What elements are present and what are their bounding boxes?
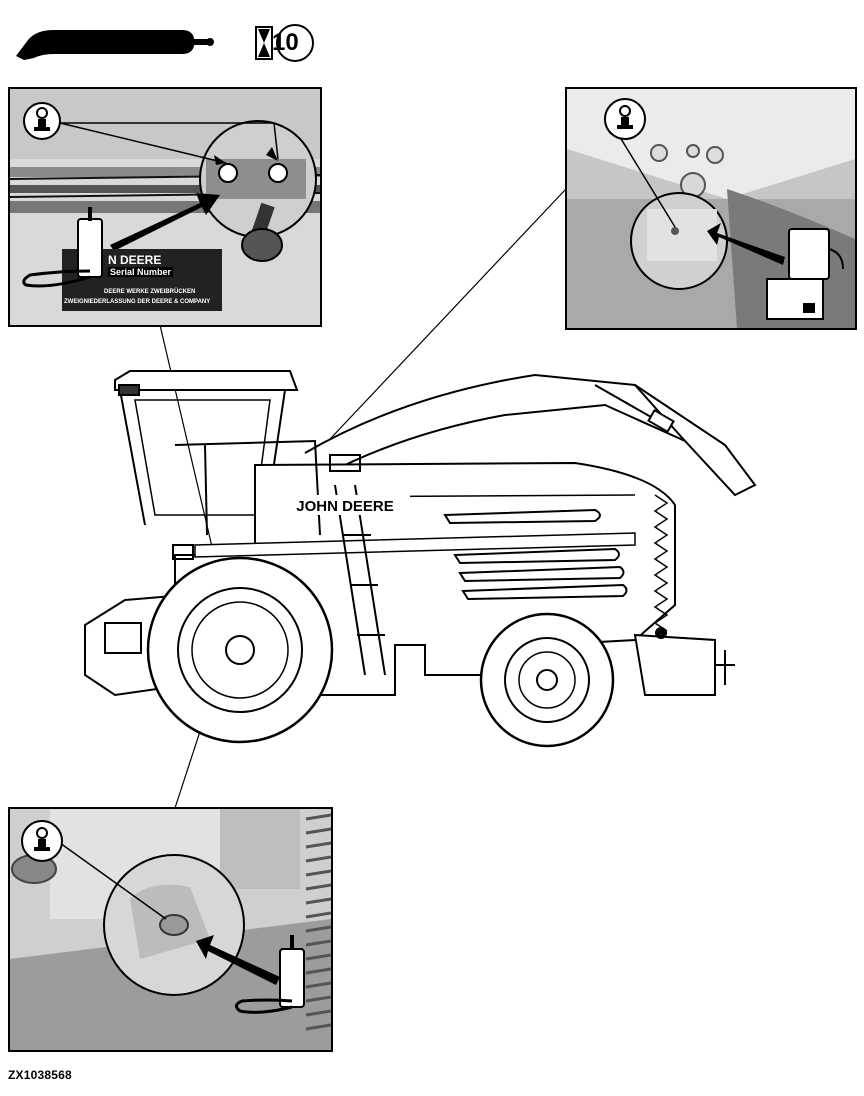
lubrication-point-icon bbox=[34, 107, 50, 131]
interval-badge: 10 bbox=[255, 23, 315, 63]
reference-code: ZX1038568 bbox=[8, 1068, 72, 1082]
lubrication-point-icon bbox=[617, 105, 633, 129]
interval-hours: 10 bbox=[272, 29, 299, 56]
photo-panel-bottom-left bbox=[8, 807, 333, 1052]
lubrication-point-icon bbox=[34, 827, 50, 851]
plate-line2: ZWEIGNIEDERLASSUNG DER DEERE & COMPANY bbox=[64, 299, 211, 305]
plate-serial: Serial Number bbox=[108, 267, 174, 277]
forage-harvester-drawing: JOHN DEERE bbox=[84, 370, 757, 748]
plate-line1: DEERE WERKE ZWEIBRÜCKEN bbox=[104, 289, 196, 295]
photo-panel-top-left: N DEERE Serial Number DEERE WERKE ZWEIBR… bbox=[8, 87, 322, 327]
plate-brand: N DEERE bbox=[108, 253, 162, 267]
hourglass-icon bbox=[255, 24, 315, 62]
photo-panel-top-right bbox=[565, 87, 857, 330]
grease-gun-icon bbox=[16, 30, 214, 60]
machine-brand-text: JOHN DEERE bbox=[296, 498, 394, 515]
